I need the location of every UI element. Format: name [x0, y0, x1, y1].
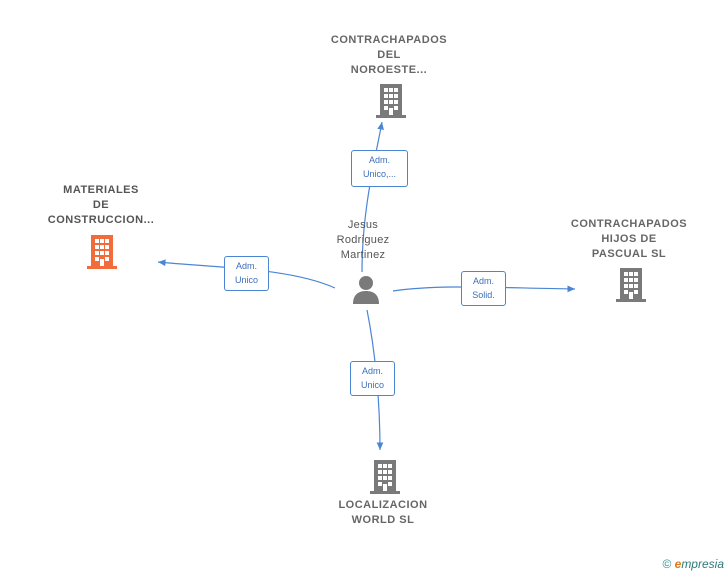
building-icon[interactable] — [616, 268, 646, 302]
relation-badge-hijos[interactable]: Adm. Solid. — [461, 271, 506, 306]
empresia-logo-text: mpresia — [681, 557, 724, 571]
company-label-localizacion[interactable]: LOCALIZACION WORLD SL — [338, 499, 428, 526]
company-label-materiales[interactable]: MATERIALES DE CONSTRUCCION... — [47, 184, 155, 226]
building-icon[interactable] — [376, 84, 406, 118]
relation-badge-noroeste[interactable]: Adm. Unico,... — [351, 150, 408, 187]
footer-brand: © empresia — [662, 557, 724, 571]
empresia-logo-initial: e — [674, 557, 682, 571]
relation-badge-materiales[interactable]: Adm. Unico — [224, 256, 269, 291]
person-node[interactable]: Jesus Rodriguez Martinez — [313, 218, 413, 263]
edge-to-noroeste — [361, 121, 384, 273]
building-icon[interactable] — [87, 235, 117, 269]
company-label-hijos[interactable]: CONTRACHAPADOS HIJOS DE PASCUAL SL — [570, 218, 688, 260]
company-node-localizacion[interactable]: LOCALIZACION WORLD SL — [318, 498, 448, 528]
person-icon[interactable] — [351, 274, 381, 304]
building-icon[interactable] — [370, 460, 400, 494]
company-node-noroeste[interactable]: CONTRACHAPADOS DEL NOROESTE... — [318, 33, 460, 78]
relation-badge-localizacion[interactable]: Adm. Unico — [350, 361, 395, 396]
person-name[interactable]: Jesus Rodriguez Martinez — [336, 219, 390, 261]
company-node-materiales[interactable]: MATERIALES DE CONSTRUCCION... — [28, 183, 174, 228]
company-label-noroeste[interactable]: CONTRACHAPADOS DEL NOROESTE... — [330, 34, 448, 76]
copyright-symbol: © — [662, 557, 672, 571]
company-node-hijos[interactable]: CONTRACHAPADOS HIJOS DE PASCUAL SL — [558, 217, 700, 262]
